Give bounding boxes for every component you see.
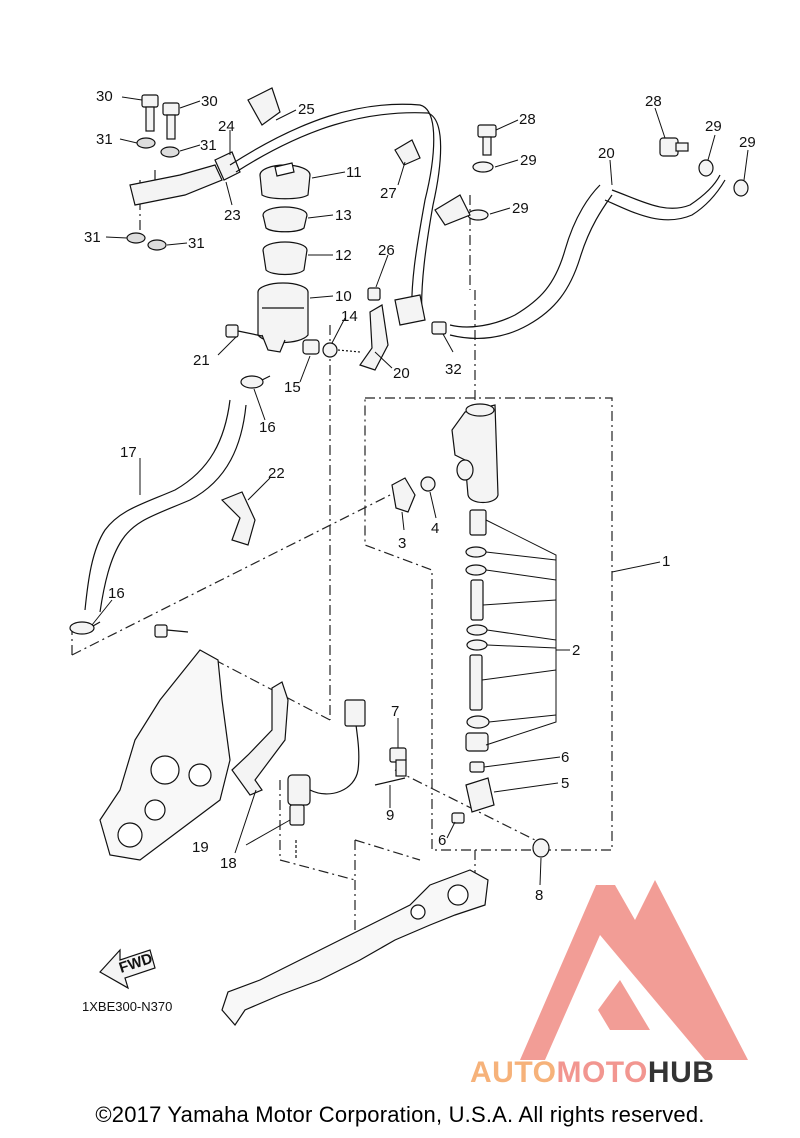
watermark-part-hub: HUB: [647, 1056, 715, 1089]
bolt-21: [225, 324, 263, 338]
brake-hose-20: [449, 174, 726, 339]
bolt-28-top: [477, 124, 497, 156]
callout-20: 20: [598, 145, 615, 162]
bolt-26: [367, 287, 381, 301]
callout-29: 29: [705, 118, 722, 135]
callout-5: 5: [561, 775, 569, 792]
pin-7: [389, 747, 407, 777]
bolt-32: [431, 321, 447, 335]
callout-29: 29: [512, 200, 529, 217]
callout-26: 26: [378, 242, 395, 259]
callout-12: 12: [335, 247, 352, 264]
callout-31: 31: [84, 229, 101, 246]
callout-1: 1: [662, 553, 670, 570]
footrest-bracket: [99, 649, 231, 861]
banjo-bolt-28: [659, 137, 689, 157]
callout-29: 29: [520, 152, 537, 169]
callout-4: 4: [431, 520, 439, 537]
callout-6: 6: [561, 749, 569, 766]
diaphragm-plate-13: [262, 206, 308, 233]
nut-6-lower: [451, 812, 465, 824]
callout-19: 19: [192, 839, 209, 856]
callout-30: 30: [201, 93, 218, 110]
callout-16: 16: [259, 419, 276, 436]
callout-18: 18: [220, 855, 237, 872]
washer-8: [532, 838, 550, 858]
callout-32: 32: [445, 361, 462, 378]
hose-guide: [394, 194, 471, 326]
watermark-brand: AUTOMOTOHUB: [470, 1056, 714, 1090]
callout-14: 14: [341, 308, 358, 325]
callout-29: 29: [739, 134, 756, 151]
callout-31: 31: [96, 131, 113, 148]
switch-wire: [309, 724, 360, 795]
callout-16: 16: [108, 585, 125, 602]
copper-washer-29: [467, 159, 749, 221]
callout-15: 15: [284, 379, 301, 396]
callout-24: 24: [218, 118, 235, 135]
hose-fitting-15: [302, 339, 361, 358]
bolt-30-right: [162, 102, 180, 140]
callout-10: 10: [335, 288, 352, 305]
callout-22: 22: [268, 465, 285, 482]
callout-21: 21: [193, 352, 210, 369]
callout-31: 31: [200, 137, 217, 154]
hose-clip-16-upper: [240, 375, 271, 389]
piston-kit-2: [465, 509, 490, 752]
callout-30: 30: [96, 88, 113, 105]
copyright-notice: ©2017 Yamaha Motor Corporation, U.S.A. A…: [95, 1102, 705, 1127]
brake-switch-18: [287, 774, 311, 860]
connector-plug: [344, 699, 366, 727]
bolt-30-left: [141, 94, 159, 132]
clevis-5: [465, 777, 495, 813]
master-cylinder-body: [451, 403, 499, 504]
nut-6-upper: [469, 761, 485, 773]
reservoir-hose-17: [84, 399, 247, 613]
cotter-pin-9: [374, 777, 406, 786]
part-code: 1XBE300-N370: [82, 999, 172, 1014]
bolt-upper-bracket: [154, 624, 189, 638]
hose-upper: [229, 103, 442, 321]
watermark-part-auto: AUTO: [470, 1056, 557, 1089]
bracket-20: [359, 304, 389, 371]
callout-28: 28: [645, 93, 662, 110]
hose-joint-3: [391, 477, 416, 513]
hose-clip-16-lower: [69, 621, 101, 635]
callouts: 30 30 31 31 31 31 24 23 25 11 13 12 10 2…: [84, 88, 756, 904]
o-ring-4: [420, 476, 436, 492]
callout-11: 11: [346, 164, 362, 181]
callout-2: 2: [572, 642, 580, 659]
diaphragm-12: [262, 241, 308, 276]
callout-28: 28: [519, 111, 536, 128]
reservoir-10: [257, 282, 309, 353]
brake-pedal: [221, 869, 489, 1026]
callout-6: 6: [438, 832, 446, 849]
hose-clamp-22: [220, 491, 256, 546]
assembly-outline: [71, 170, 613, 935]
reservoir-cap-11: [259, 162, 311, 200]
callout-8: 8: [535, 887, 543, 904]
callout-17: 17: [120, 444, 137, 461]
callout-9: 9: [386, 807, 394, 824]
washer-31: [126, 137, 180, 251]
switch-bracket-19: [231, 681, 289, 796]
bracket-27: [394, 139, 421, 166]
callout-20: 20: [393, 365, 410, 382]
callout-13: 13: [335, 207, 352, 224]
watermark-logo-icon: [520, 880, 748, 1060]
callout-31: 31: [188, 235, 205, 252]
callout-25: 25: [298, 101, 315, 118]
fwd-arrow-icon: [99, 948, 156, 990]
callout-3: 3: [398, 535, 406, 552]
watermark-part-moto: MOTO: [556, 1056, 648, 1089]
leader-lines: [91, 96, 749, 886]
callout-23: 23: [224, 207, 241, 224]
callout-27: 27: [380, 185, 397, 202]
clamp-bracket: [129, 87, 281, 206]
callout-7: 7: [391, 703, 399, 720]
